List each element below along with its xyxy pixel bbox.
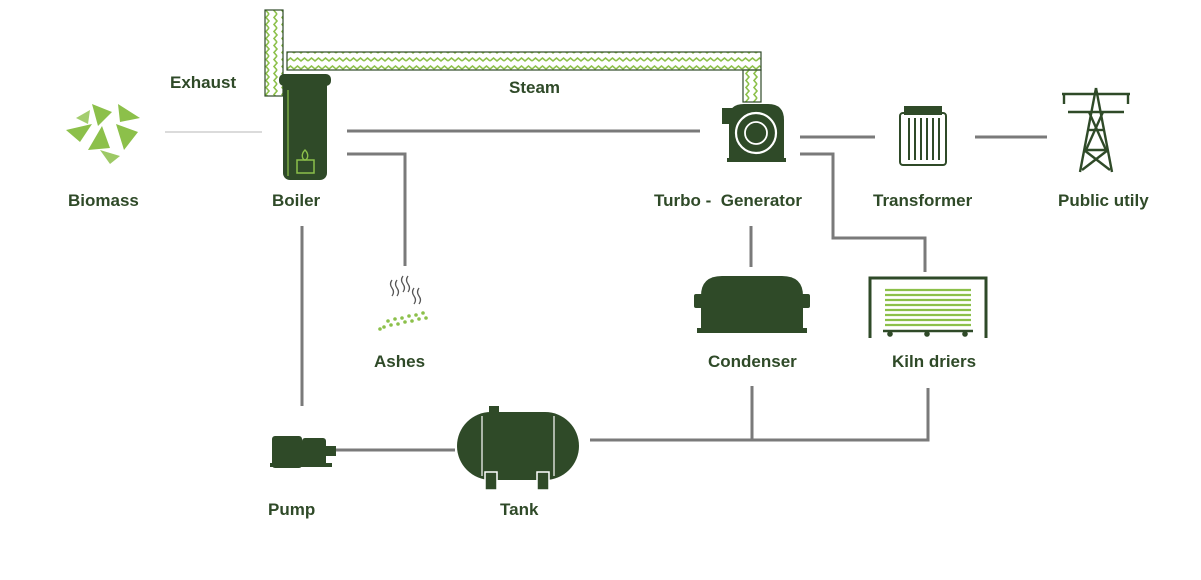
turbo-generator-icon [722,104,786,162]
connectors [165,129,1047,452]
label-turbo-generator: Turbo - Generator [654,191,802,210]
label-public-utility: Public utily [1058,191,1149,210]
label-exhaust: Exhaust [170,73,237,92]
label-kiln-driers: Kiln driers [892,352,977,371]
boiler-ashes-line [347,152,407,266]
kiln-drier-icon [868,276,988,338]
steam-pipe-drop [742,69,762,103]
label-ashes: Ashes [374,352,426,371]
transformer-icon [899,106,947,166]
label-condenser: Condenser [708,352,797,371]
label-tank: Tank [500,500,539,519]
kiln-return-line [752,388,930,442]
label-boiler: Boiler [272,191,321,210]
pump-icon [270,436,336,468]
steam-pipe-horizontal [286,51,762,71]
boiler-icon [279,74,331,180]
power-pylon-icon [1062,87,1130,173]
biomass-leaves-icon [66,104,140,164]
tank-icon [457,406,579,491]
steam-pipe [264,9,762,103]
turbine-kiln-line [800,152,927,272]
exhaust-pipe [264,9,284,97]
label-pump: Pump [268,500,316,519]
condenser-tank-line [590,386,754,442]
ashes-icon [378,275,428,331]
label-steam: Steam [509,78,561,97]
condenser-icon [694,276,810,333]
label-biomass: Biomass [68,191,139,210]
label-transformer: Transformer [873,191,973,210]
